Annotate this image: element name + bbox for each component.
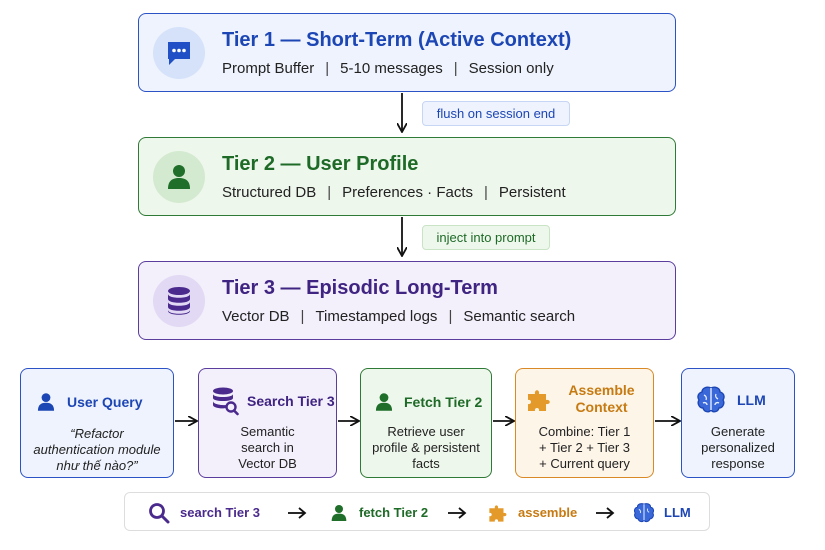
flow-step-title: Search Tier 3 [247, 393, 335, 409]
flow-step-body: Semantic search in Vector DB [238, 424, 297, 471]
tier-3-title: Tier 3 — Episodic Long-Term [222, 277, 498, 299]
flow-step-title: Assemble Context [568, 382, 635, 415]
user-icon [153, 151, 205, 203]
tier-2-title: Tier 2 — User Profile [222, 153, 419, 175]
legend-label: search Tier 3 [180, 505, 260, 520]
database-search-icon [213, 387, 239, 416]
tier-1-details: Prompt Buffer | 5-10 messages | Session … [222, 60, 554, 77]
tier-3-detail: Semantic search [463, 308, 576, 325]
flush-label: flush on session end [422, 101, 570, 126]
flow-step-title: User Query [67, 394, 143, 410]
separator: | [300, 308, 305, 325]
arrow-right-icon [447, 493, 467, 532]
legend-label: assemble [518, 505, 578, 520]
flow-step-assemble-context: Assemble Context Combine: Tier 1 + Tier … [515, 368, 654, 478]
flow-step-body: Generate personalized response [701, 424, 775, 471]
legend-label: LLM [664, 505, 691, 520]
tier-1-card: Tier 1 — Short-Term (Active Context) Pro… [138, 13, 676, 92]
flow-step-body: Combine: Tier 1 + Tier 2 + Tier 3 + Curr… [538, 424, 631, 471]
arrow-right-icon [287, 493, 307, 532]
tier-2-details: Structured DB | Preferences · Facts | Pe… [222, 184, 566, 201]
flow-step-search-tier-3: Search Tier 3 Semantic search in Vector … [198, 368, 337, 478]
user-icon [375, 393, 393, 411]
separator: | [484, 184, 488, 201]
flow-step-body: Retrieve user profile & persistent facts [372, 424, 480, 471]
flow-step-header: User Query [35, 391, 142, 413]
flow-step-header: LLM [695, 385, 766, 415]
tier-1-title: Tier 1 — Short-Term (Active Context) [222, 29, 572, 51]
brain-icon [697, 386, 725, 413]
flow-step-header: Search Tier 3 [211, 386, 335, 416]
tier-3-detail: Vector DB [222, 308, 290, 325]
tier-1-detail: 5-10 messages [340, 60, 443, 77]
legend-item: search Tier 3 [147, 493, 260, 532]
flow-step-llm: LLM Generate personalized response [681, 368, 795, 478]
puzzle-icon [489, 504, 507, 522]
tier-2-detail: Structured DB [222, 184, 317, 201]
tier-3-detail: Timestamped logs [315, 308, 438, 325]
tier-2-card: Tier 2 — User Profile Structured DB | Pr… [138, 137, 676, 216]
inject-label: inject into prompt [422, 225, 550, 250]
chat-bubble-icon [153, 27, 205, 79]
separator: | [453, 60, 458, 77]
tier-1-detail: Session only [468, 60, 554, 77]
tier-3-card: Tier 3 — Episodic Long-Term Vector DB | … [138, 261, 676, 340]
flow-step-user-query: User Query “Refactor authentication modu… [20, 368, 174, 478]
separator: | [327, 184, 332, 201]
flow-step-header: Fetch Tier 2 [373, 390, 482, 414]
legend-item: assemble [487, 493, 577, 532]
legend-item: fetch Tier 2 [329, 493, 428, 532]
legend-bar: search Tier 3 fetch Tier 2 assemble LLM [124, 492, 710, 531]
tier-2-detail: Preferences · Facts [342, 184, 474, 201]
puzzle-icon [528, 390, 550, 411]
separator: | [325, 60, 330, 77]
database-icon [153, 275, 205, 327]
flow-step-title: LLM [737, 392, 766, 408]
legend-label: fetch Tier 2 [359, 505, 429, 520]
user-icon [37, 393, 55, 411]
separator: | [448, 308, 453, 325]
legend-item: LLM [632, 493, 691, 532]
flow-step-body: “Refactor authentication module như thế … [33, 426, 161, 473]
arrow-right-icon [595, 493, 615, 532]
tier-3-details: Vector DB | Timestamped logs | Semantic … [222, 308, 575, 325]
brain-icon [633, 502, 655, 522]
tier-1-detail: Prompt Buffer [222, 60, 315, 77]
search-icon [149, 502, 170, 523]
flow-step-title: Fetch Tier 2 [404, 394, 483, 410]
user-icon [331, 504, 347, 521]
flow-step-fetch-tier-2: Fetch Tier 2 Retrieve user profile & per… [360, 368, 492, 478]
tier-2-detail: Persistent [498, 184, 566, 201]
